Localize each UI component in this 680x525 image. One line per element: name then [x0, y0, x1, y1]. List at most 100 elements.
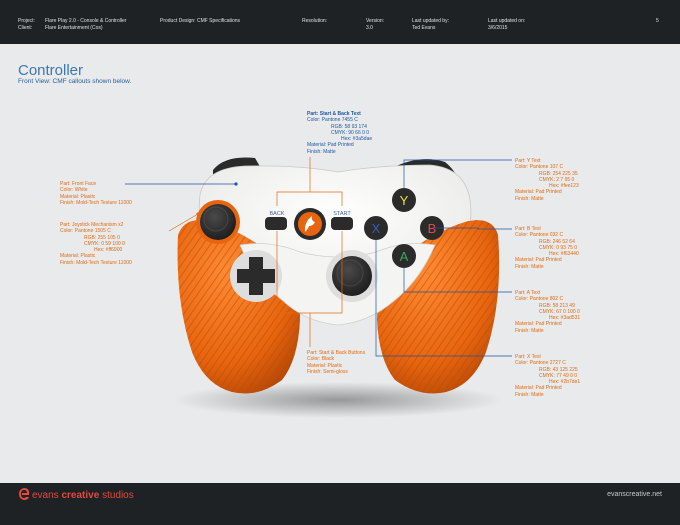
- flare-logo-icon: [304, 216, 315, 232]
- callout-cmyk: CMYK: 0 93 75 0: [539, 244, 578, 251]
- callout-rgb: RGB: 255 105 0: [84, 234, 120, 241]
- orange-leader-lines: [168, 157, 343, 347]
- x-button[interactable]: [364, 216, 388, 240]
- callout-hex: Hex: #3ad531: [549, 315, 581, 322]
- callout-material: Material: Plastic: [60, 193, 96, 200]
- project-value: Flare Play 2.0 - Console & Controller: [45, 18, 127, 24]
- brand-evans: evans: [32, 490, 59, 501]
- version-value: 3.0: [366, 25, 373, 31]
- callout-finish: Finish: Mold-Tech Texture 11000: [60, 259, 132, 266]
- callout-color: Color: Pantone 802 C: [515, 296, 564, 303]
- callout-hex: Hex: #ff6900: [94, 247, 123, 254]
- callout-hex: Hex: #fee123: [549, 183, 579, 190]
- callout-finish: Finish: Matte: [515, 195, 544, 202]
- callout-finish: Finish: Mold-Tech Texture 11000: [60, 199, 132, 206]
- back-button[interactable]: [265, 217, 287, 230]
- evans-logo-icon: [19, 488, 30, 500]
- callout-start-back-text: Part: Start & Back Text Color: Pantone 7…: [307, 111, 372, 155]
- callout-color: Color: Pantone 1505 C: [60, 228, 111, 235]
- callout-color: Color: Pantone 107 C: [515, 164, 564, 171]
- a-letter: A: [400, 249, 409, 264]
- callout-material: Material: Pad Printed: [515, 321, 562, 328]
- callout-finish: Finish: Matte: [515, 327, 544, 334]
- orange-leader-dots: [196, 212, 200, 216]
- callout-material: Material: Pad Printed: [515, 189, 562, 196]
- y-button[interactable]: [392, 188, 416, 212]
- right-joystick[interactable]: [332, 256, 372, 296]
- page-title: Controller: [18, 62, 84, 79]
- page-number: 5: [656, 18, 659, 24]
- callout-color: Color: Black: [307, 356, 334, 363]
- callout-material: Material: Pad Printed: [307, 142, 354, 149]
- callout-rgb: RGB: 43 125 225: [539, 366, 578, 373]
- callout-color: Color: Pantone 2727 C: [515, 360, 566, 367]
- callout-cmyk: CMYK: 77 49 0 0: [539, 372, 578, 379]
- footer-bar: [0, 483, 680, 525]
- callout-cmyk: CMYK: 90 66 0 0: [331, 129, 370, 136]
- resolution-label: Resolution:: [302, 18, 328, 24]
- start-button[interactable]: [331, 217, 353, 230]
- callout-cmyk: CMYK: 67 0 100 0: [539, 308, 580, 315]
- callout-title: Part: Y Text: [515, 158, 541, 164]
- updated-on-label: Last updated on:: [488, 18, 526, 24]
- client-label: Client:: [18, 25, 33, 31]
- callout-title: Part: B Text: [515, 226, 541, 232]
- header-bar: Project: Client: Flare Play 2.0 - Consol…: [0, 0, 680, 44]
- brand-logo[interactable]: evans creative studios: [32, 490, 134, 501]
- page-subtitle: Front View: CMF callouts shown below.: [18, 78, 132, 85]
- callout-b-text: Part: B Text Color: Pantone 032 C RGB: 2…: [515, 226, 579, 270]
- left-joystick[interactable]: [200, 204, 236, 240]
- x-letter: X: [372, 221, 381, 236]
- project-label: Project:: [18, 18, 35, 24]
- version-label: Version:: [366, 18, 385, 24]
- callout-rgb: RGB: 254 225 35: [539, 170, 578, 177]
- callout-cmyk: CMYK: 0 59 100 0: [84, 240, 125, 247]
- callout-finish: Finish: Matte: [307, 148, 336, 155]
- updated-by-value: Ted Evans: [412, 25, 436, 31]
- callout-material: Material: Plastic: [307, 362, 343, 369]
- blue-leader-dots: [234, 182, 238, 186]
- callout-color: Color: Pantone 032 C: [515, 232, 564, 239]
- brand-studios: studios: [102, 490, 134, 501]
- client-value: Flare Entertainment (Cos): [45, 25, 103, 31]
- callout-y-text: Part: Y Text Color: Pantone 107 C RGB: 2…: [515, 158, 579, 202]
- callout-title: Part: Start & Back Buttons: [307, 350, 366, 356]
- callout-color: Color: White: [60, 187, 88, 194]
- callout-title: Part: X Text: [515, 354, 541, 360]
- website-link[interactable]: evanscreative.net: [607, 491, 662, 498]
- updated-on-value: 3/6/2015: [488, 25, 508, 31]
- callout-rgb: RGB: 58 93 174: [331, 123, 367, 130]
- callout-title: Part: Front Face: [60, 181, 97, 187]
- callout-start-back-buttons: Part: Start & Back Buttons Color: Black …: [307, 350, 365, 375]
- callout-hex: Hex: #2b7de1: [549, 379, 581, 386]
- callout-front-face: Part: Front Face Color: White Material: …: [60, 181, 132, 206]
- callout-finish: Finish: Matte: [515, 391, 544, 398]
- blue-leader-lines: [125, 159, 512, 357]
- dpad[interactable]: [237, 257, 275, 295]
- callout-finish: Finish: Semi-gloss: [307, 368, 348, 375]
- callout-finish: Finish: Matte: [515, 263, 544, 270]
- callout-material: Material: Pad Printed: [515, 257, 562, 264]
- y-letter: Y: [400, 193, 409, 208]
- updated-by-label: Last updated by:: [412, 18, 449, 24]
- callout-rgb: RGB: 58 213 49: [539, 302, 575, 309]
- callout-title: Part: Start & Back Text: [307, 111, 361, 117]
- callout-hex: Hex: #f63440: [549, 251, 579, 258]
- callout-material: Material: Plastic: [60, 253, 96, 260]
- callout-hex: Hex: #3a5dae: [341, 136, 373, 143]
- callout-material: Material: Pad Printed: [515, 385, 562, 392]
- back-label: BACK: [270, 211, 285, 217]
- callout-a-text: Part: A Text Color: Pantone 802 C RGB: 5…: [515, 290, 580, 334]
- brand-creative: creative: [61, 490, 100, 501]
- callout-cmyk: CMYK: 2 7 95 0: [539, 176, 575, 183]
- callout-x-text: Part: X Text Color: Pantone 2727 C RGB: …: [515, 354, 580, 398]
- product-design-label: Product Design: CMF Specifications: [160, 18, 241, 24]
- a-button[interactable]: [392, 244, 416, 268]
- b-letter: B: [428, 221, 437, 236]
- callout-title: Part: Joystick Mechanism x2: [60, 222, 124, 228]
- callout-rgb: RGB: 246 52 64: [539, 238, 575, 245]
- callout-color: Color: Pantone 7455 C: [307, 117, 358, 124]
- callout-joystick-mechanism: Part: Joystick Mechanism x2 Color: Panto…: [60, 222, 132, 266]
- callout-title: Part: A Text: [515, 290, 541, 296]
- start-label: START: [333, 211, 351, 217]
